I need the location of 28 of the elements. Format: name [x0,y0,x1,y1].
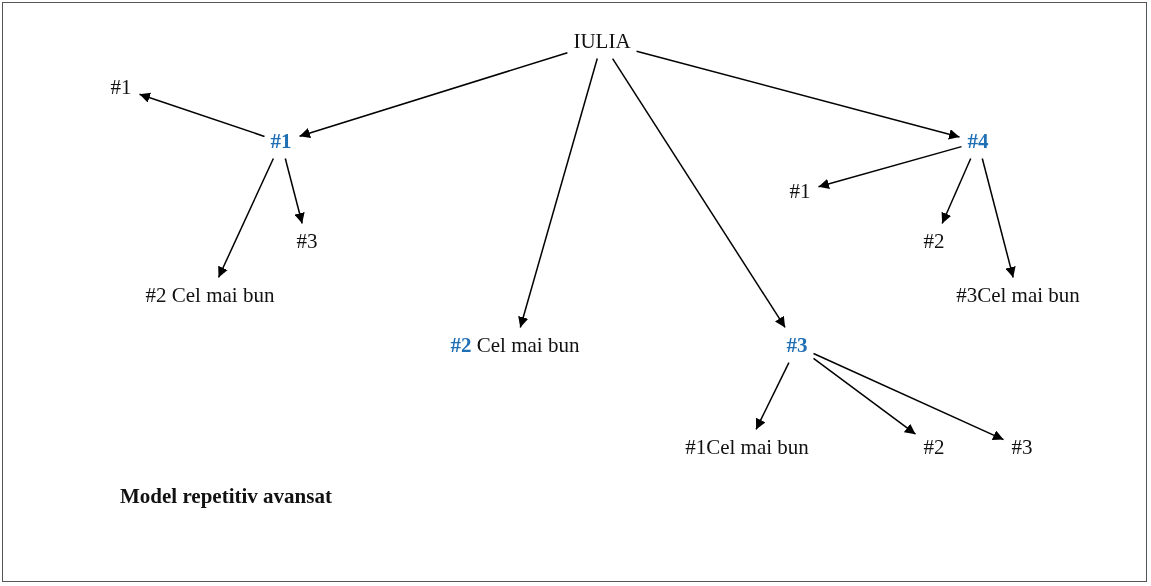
node-label: #3 [294,229,320,255]
node-label: #3 [1009,435,1035,461]
node-label: #1 [268,129,294,155]
arrow [217,157,275,279]
arrow [817,145,963,189]
arrow [138,92,266,138]
node-label: #3 [784,333,810,359]
node-label: #2 [921,229,947,255]
node-label: #1 [787,179,813,205]
node-label: #1Cel mai bun [683,435,811,461]
node-label: IULIA [571,29,633,55]
node-label: #2 Cel mai bun [448,333,582,359]
node-label: #2 [921,435,947,461]
arrow [981,157,1016,279]
node-label: #2 Cel mai bun [143,283,277,309]
arrow [635,50,961,140]
arrow [812,352,1005,441]
node-label: #3Cel mai bun [954,283,1082,309]
node-label: #1 [108,75,134,101]
arrow [284,157,305,225]
arrow [941,157,972,225]
arrow [611,57,786,329]
arrow [518,57,598,329]
arrow [298,52,569,139]
node-label: #4 [965,129,991,155]
arrow [755,361,790,431]
arrow [812,357,917,435]
caption: Model repetitiv avansat [120,484,332,509]
